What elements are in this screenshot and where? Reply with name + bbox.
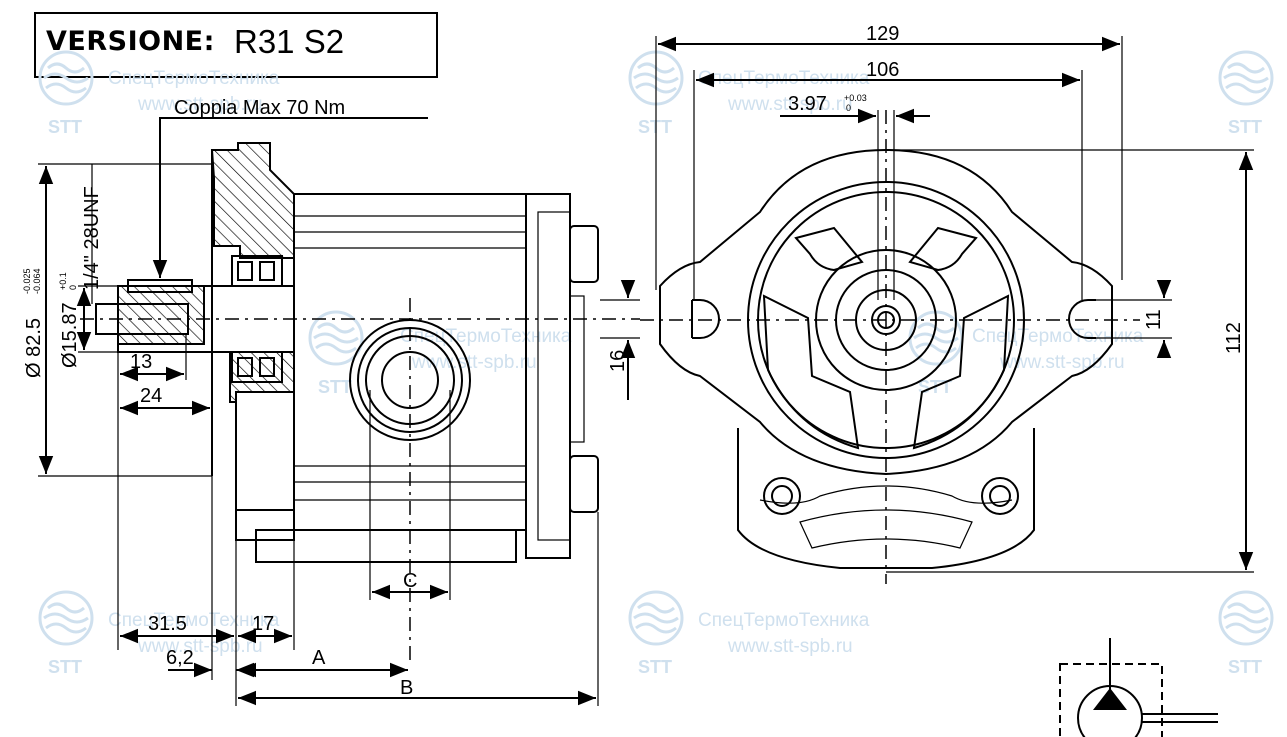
- bearing-ball: [259, 261, 275, 281]
- rear-plate: [569, 295, 585, 443]
- dim-24-label: 24: [140, 385, 162, 407]
- torque-note: Coppia Max 70 Nm: [174, 97, 345, 119]
- watermark-logo-text: STT: [48, 657, 82, 677]
- watermark-logo-text: STT: [1228, 657, 1262, 677]
- bearing-ball: [259, 357, 275, 377]
- pump-hydraulic-symbol: [1059, 638, 1218, 737]
- bolt-hole-right: [981, 477, 1019, 515]
- watermark-logo-text: STT: [638, 117, 672, 137]
- watermark-company: СпецТермоТехника: [698, 68, 870, 89]
- rear-cover-inner: [537, 211, 571, 541]
- dim-flange-tol-upper: -0.025: [22, 268, 32, 294]
- shaft-section: [117, 285, 205, 345]
- watermark-company: СпецТермоТехника: [972, 326, 1144, 347]
- dim-flange-tol-lower: -0.064: [32, 268, 42, 294]
- dim-shaft-tol-upper: +0.1: [58, 272, 68, 290]
- thread-label: 1/4" 28UNF: [81, 186, 103, 290]
- dim-11-label: 11: [1143, 309, 1165, 330]
- pocket-left: [762, 294, 860, 450]
- watermark-url: www.stt-spb.ru: [137, 636, 263, 657]
- dim-c-label: C: [403, 570, 417, 592]
- dim-106-label: 106: [866, 59, 899, 81]
- pocket-right: [912, 294, 1010, 450]
- dim-flange-diameter-label: Ø 82.5: [23, 318, 45, 378]
- watermark-url: www.stt-spb.ru: [411, 352, 537, 373]
- dim-a-label: A: [312, 647, 326, 669]
- version-value: R31 S2: [234, 23, 345, 60]
- watermark-logo-icon: [1218, 590, 1274, 646]
- bolt-hole-left-inner: [771, 485, 793, 507]
- watermark-logo-text: STT: [318, 377, 352, 397]
- bearing-ball: [237, 357, 253, 377]
- bolt-hole-right-inner: [989, 485, 1011, 507]
- mounting-slot-left: [692, 299, 720, 339]
- symbol-circle: [1077, 685, 1143, 737]
- bolt-hole-left: [763, 477, 801, 515]
- dim-112-label: 112: [1223, 322, 1245, 354]
- dim-31-5-label: 31.5: [148, 613, 187, 635]
- watermark-layer: STT СпецТермоТехника www.stt-spb.ru STT …: [38, 50, 1274, 677]
- side-view: Coppia Max 70 Nm Ø 82.5 -0.025 -0.064 Ø1…: [22, 97, 640, 706]
- flange-section-upper: [210, 142, 295, 259]
- front-view: 129 106 3.97 +0.03 0 11 112: [640, 23, 1254, 584]
- dim-b-label: B: [400, 677, 413, 699]
- watermark-logo-icon: [38, 50, 94, 106]
- rear-cover-boss: [799, 509, 973, 549]
- dim-shaft-diameter-label: Ø15.87: [59, 302, 81, 368]
- pocket-top-right: [908, 226, 978, 272]
- watermark-logo-text: STT: [48, 117, 82, 137]
- watermark-logo-icon: [628, 590, 684, 646]
- watermark-url: www.stt-spb.ru: [727, 636, 853, 657]
- dim-6-2-label: 6,2: [166, 647, 194, 669]
- watermark-url: www.stt-spb.ru: [999, 352, 1125, 373]
- watermark-url: www.stt-spb.ru: [137, 94, 263, 115]
- shaft-key: [127, 279, 193, 293]
- dim-key-tol-upper: +0.03: [844, 93, 867, 103]
- dim-key-width-label: 3.97: [788, 93, 827, 115]
- symbol-frame: [1059, 663, 1163, 737]
- bolt-head-top: [569, 225, 599, 283]
- bolt-head-bottom: [569, 455, 599, 513]
- watermark-company: СпецТермоТехника: [400, 326, 572, 347]
- body-foot: [235, 509, 295, 541]
- watermark-url: www.stt-spb.ru: [727, 94, 853, 115]
- dim-13-label: 13: [130, 351, 152, 373]
- dim-key-tol-lower: 0: [846, 103, 851, 113]
- watermark-logo-text: STT: [1228, 117, 1262, 137]
- bearing-ball: [237, 261, 253, 281]
- mounting-slot-right: [1068, 299, 1096, 339]
- watermark-company: СпецТермоТехника: [108, 610, 280, 631]
- symbol-triangle-icon: [1093, 688, 1127, 710]
- watermark-logo-icon: [1218, 50, 1274, 106]
- watermark-company: СпецТермоТехника: [698, 610, 870, 631]
- torque-leader: [152, 117, 428, 278]
- watermark-company: СпецТермоТехника: [108, 68, 280, 89]
- dim-17-label: 17: [252, 613, 274, 635]
- pocket-top-left: [794, 226, 864, 272]
- rear-cover: [525, 193, 571, 559]
- watermark-logo-text: STT: [638, 657, 672, 677]
- dim-shaft-tol-lower: 0: [68, 285, 78, 290]
- watermark-logo-icon: [38, 590, 94, 646]
- body-base: [255, 529, 517, 563]
- dim-129-label: 129: [866, 23, 899, 45]
- dim-16-label: 16: [607, 350, 629, 372]
